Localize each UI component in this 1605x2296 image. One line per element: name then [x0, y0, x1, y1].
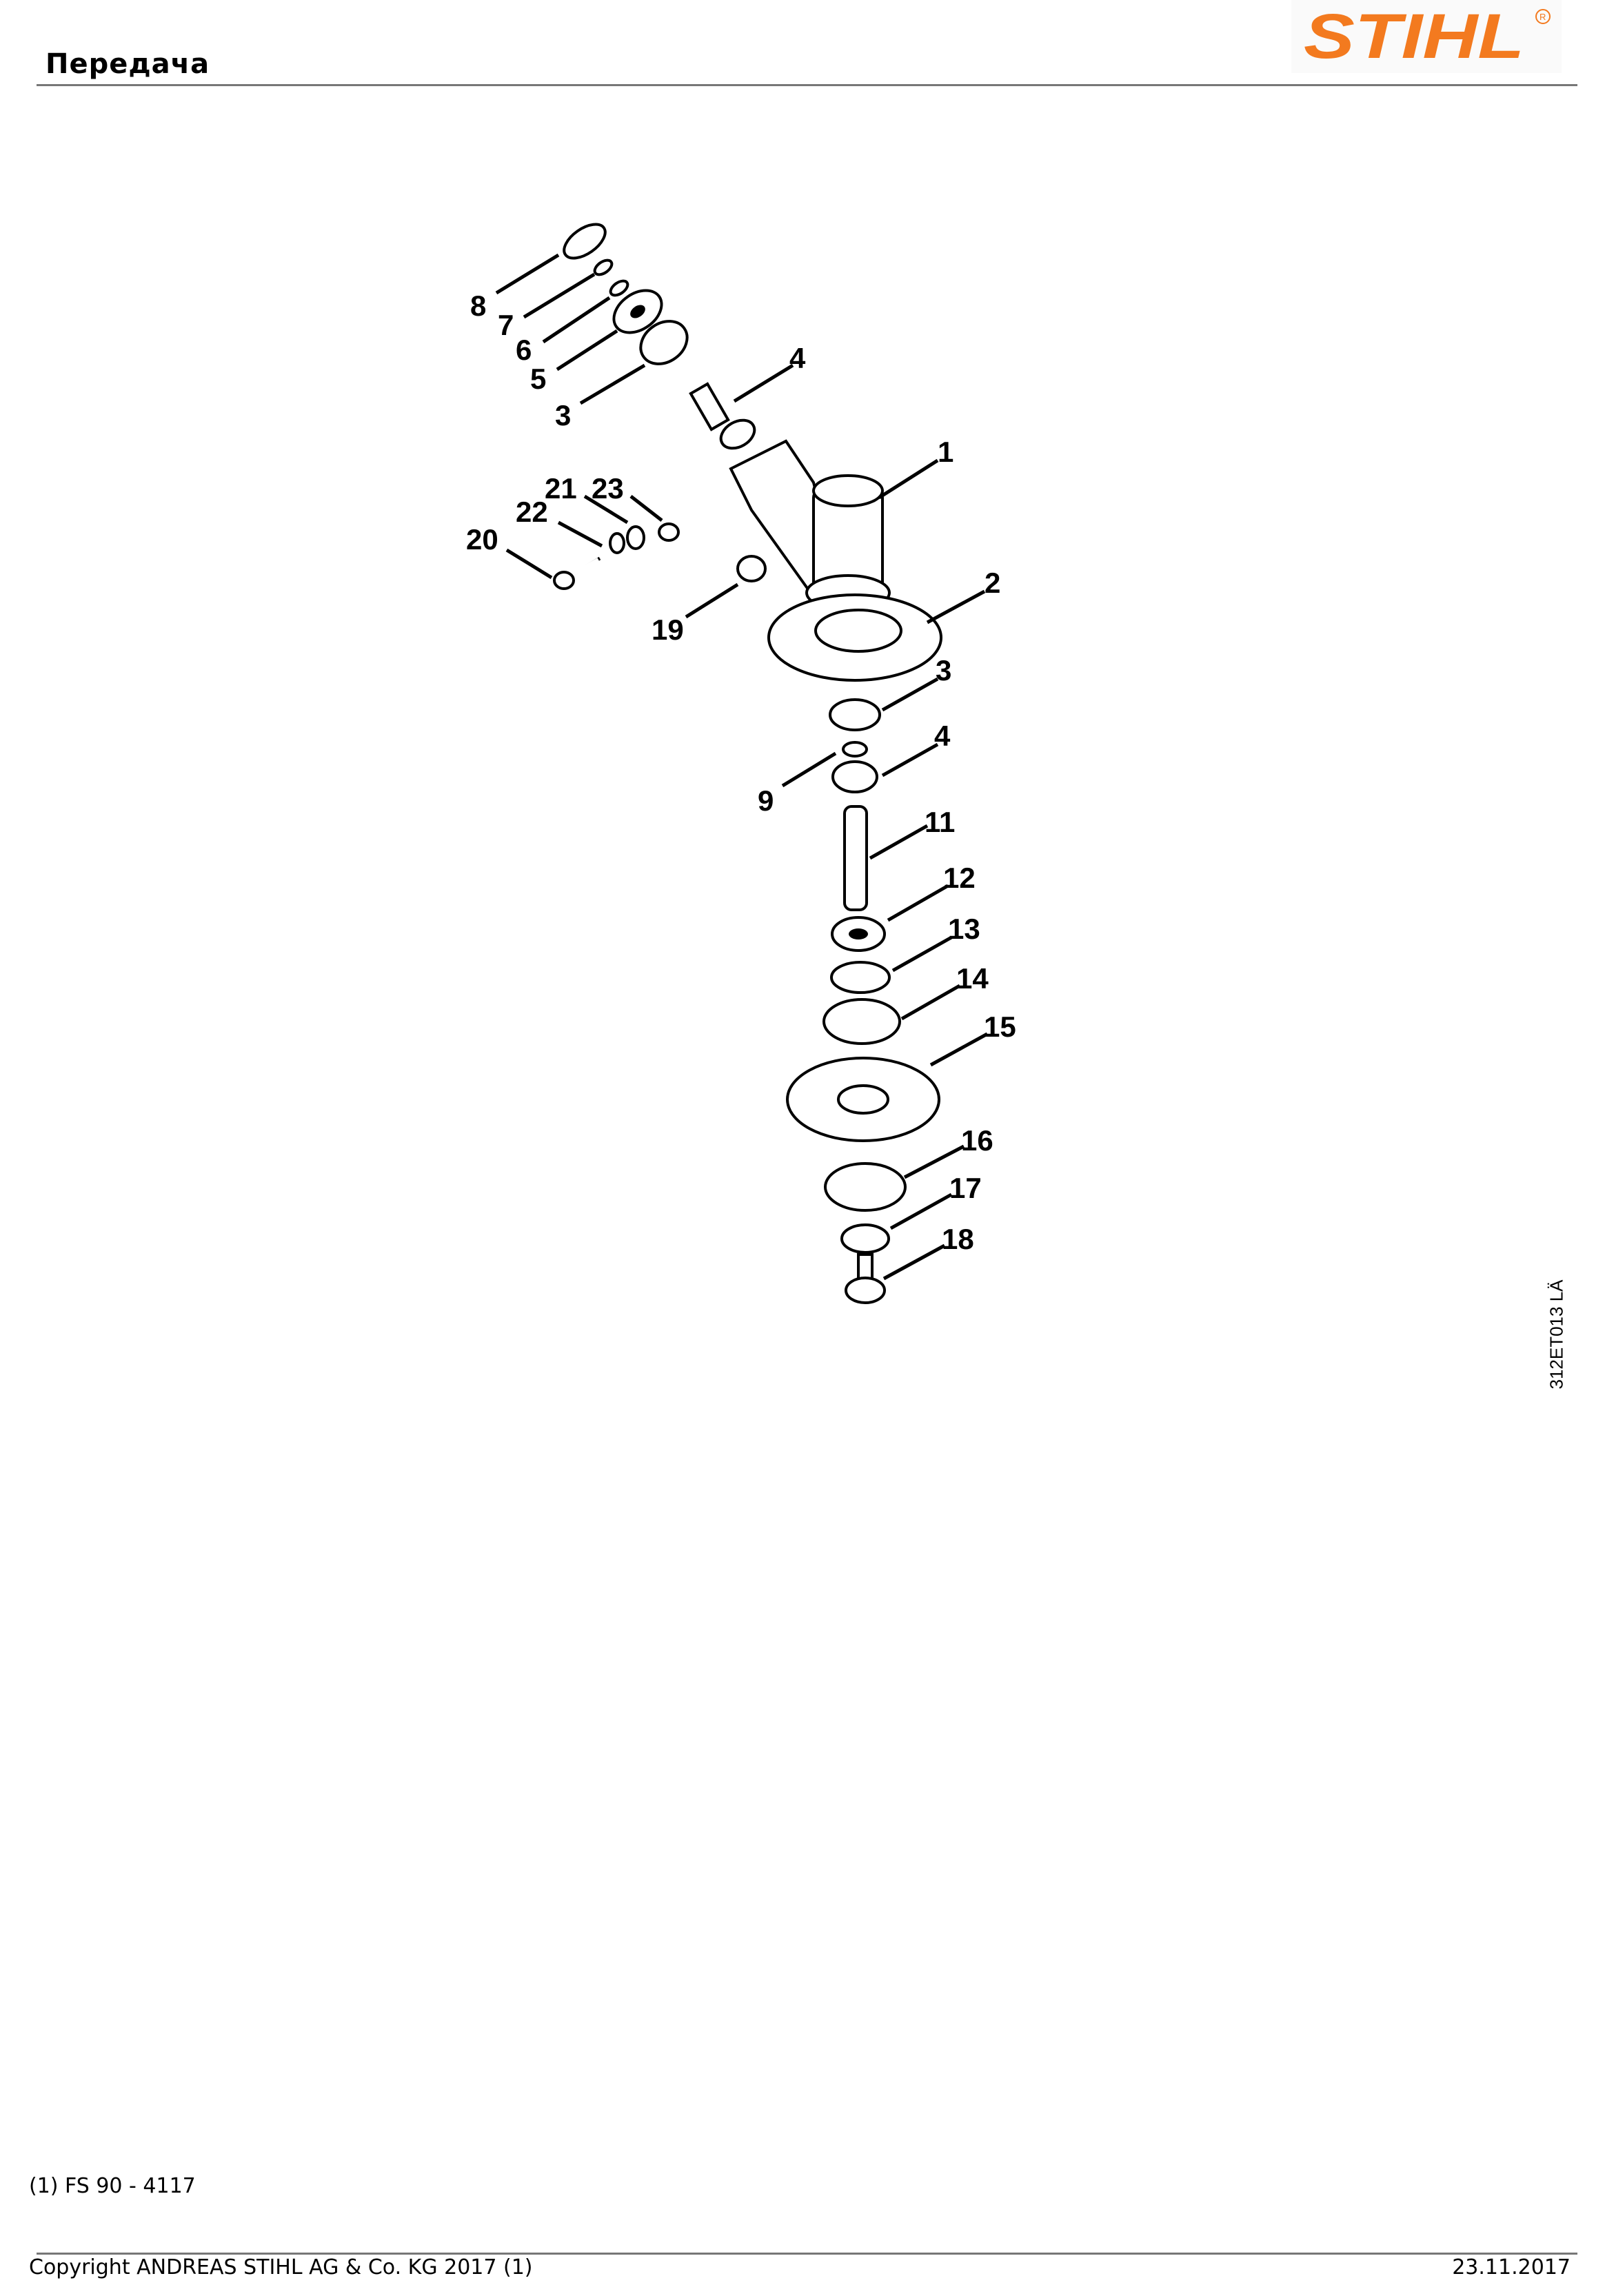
callout-21: 21: [545, 472, 577, 505]
callout-11: 11: [925, 806, 955, 838]
callout-18: 18: [942, 1223, 974, 1255]
callout-14: 14: [956, 962, 989, 995]
part-gear-4: [689, 382, 730, 431]
callout-3: 3: [555, 399, 571, 431]
part-gear-4b: [831, 760, 878, 793]
callout-12: 12: [943, 862, 976, 894]
callout-23: 23: [592, 472, 624, 505]
part-ring-7: [593, 258, 614, 276]
header-divider: [37, 84, 1577, 86]
part-washer-21: [626, 525, 645, 550]
part-bearing-3: [639, 320, 689, 365]
model-footnote: (1) FS 90 - 4117: [29, 2174, 196, 2198]
callout-9: 9: [758, 784, 774, 817]
stihl-logo: STIHL R: [1291, 0, 1562, 73]
callout-3b: 3: [936, 654, 951, 687]
callout-8: 8: [470, 289, 486, 322]
part-washer-6: [609, 279, 629, 297]
print-date: 23.11.2017: [1452, 2255, 1571, 2279]
callout-19: 19: [652, 613, 684, 646]
page-title: Передача: [46, 48, 210, 80]
part-washer-17: [840, 1223, 890, 1254]
callout-4: 4: [789, 342, 806, 374]
callout-17: 17: [949, 1172, 982, 1204]
part-circlip-8: [563, 223, 607, 260]
callout-7: 7: [498, 309, 514, 341]
part-bearing-3b: [829, 698, 881, 731]
svg-text:R: R: [1540, 12, 1546, 22]
callout-15: 15: [984, 1010, 1016, 1043]
callout-1: 1: [938, 436, 953, 468]
callout-5: 5: [530, 363, 546, 395]
callout-4b: 4: [934, 720, 951, 752]
svg-text:STIHL: STIHL: [1304, 1, 1524, 72]
copyright: Copyright ANDREAS STIHL AG & Co. KG 2017…: [29, 2255, 533, 2279]
part-shaft-11: [843, 805, 868, 911]
part-screw-23: [658, 522, 680, 542]
callout-22: 22: [516, 496, 548, 528]
callout-6: 6: [516, 334, 532, 366]
callout-2: 2: [985, 567, 1000, 599]
drawing-code: 312ET013 LÄ: [1546, 1279, 1567, 1390]
part-plug-19: [736, 555, 767, 582]
part-thrust-plate-14: [822, 998, 901, 1045]
footer-divider: [37, 2253, 1577, 2255]
part-circlip-13: [830, 961, 891, 994]
callout-20: 20: [466, 523, 498, 556]
part-ring-9: [842, 741, 868, 758]
part-screw-20: [553, 571, 575, 590]
callout-13: 13: [948, 913, 980, 945]
part-lockwasher-22: [609, 532, 625, 554]
callout-16: 16: [961, 1124, 993, 1157]
part-thrust-washer-16: [824, 1162, 907, 1212]
